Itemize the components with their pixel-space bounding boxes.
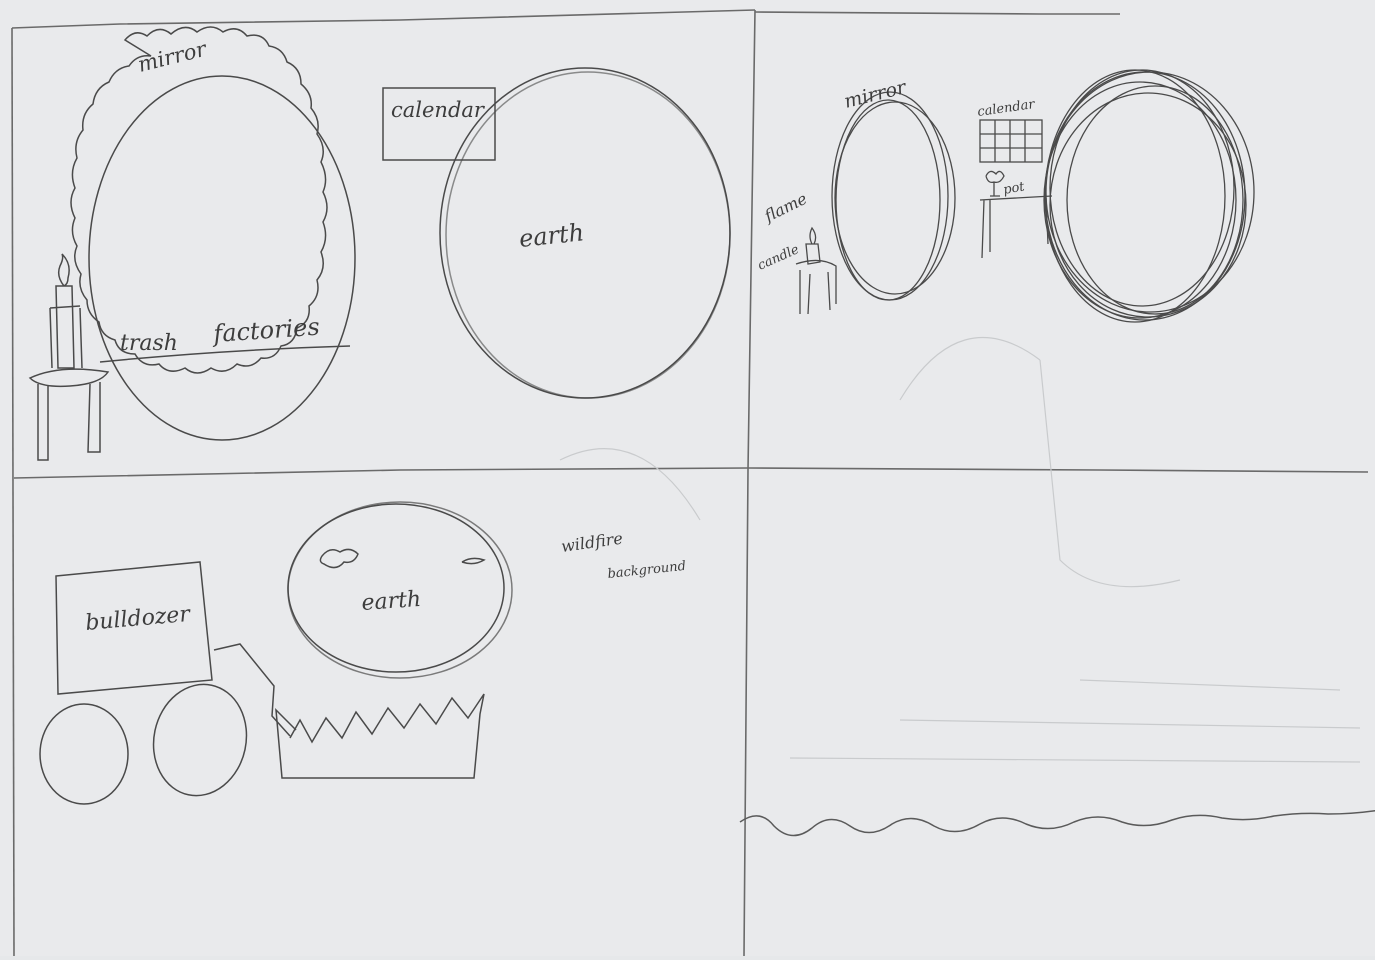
- label-trash: trash: [120, 331, 178, 356]
- label-earth-3: earth: [361, 587, 422, 616]
- label-calendar-1: calendar: [391, 98, 486, 122]
